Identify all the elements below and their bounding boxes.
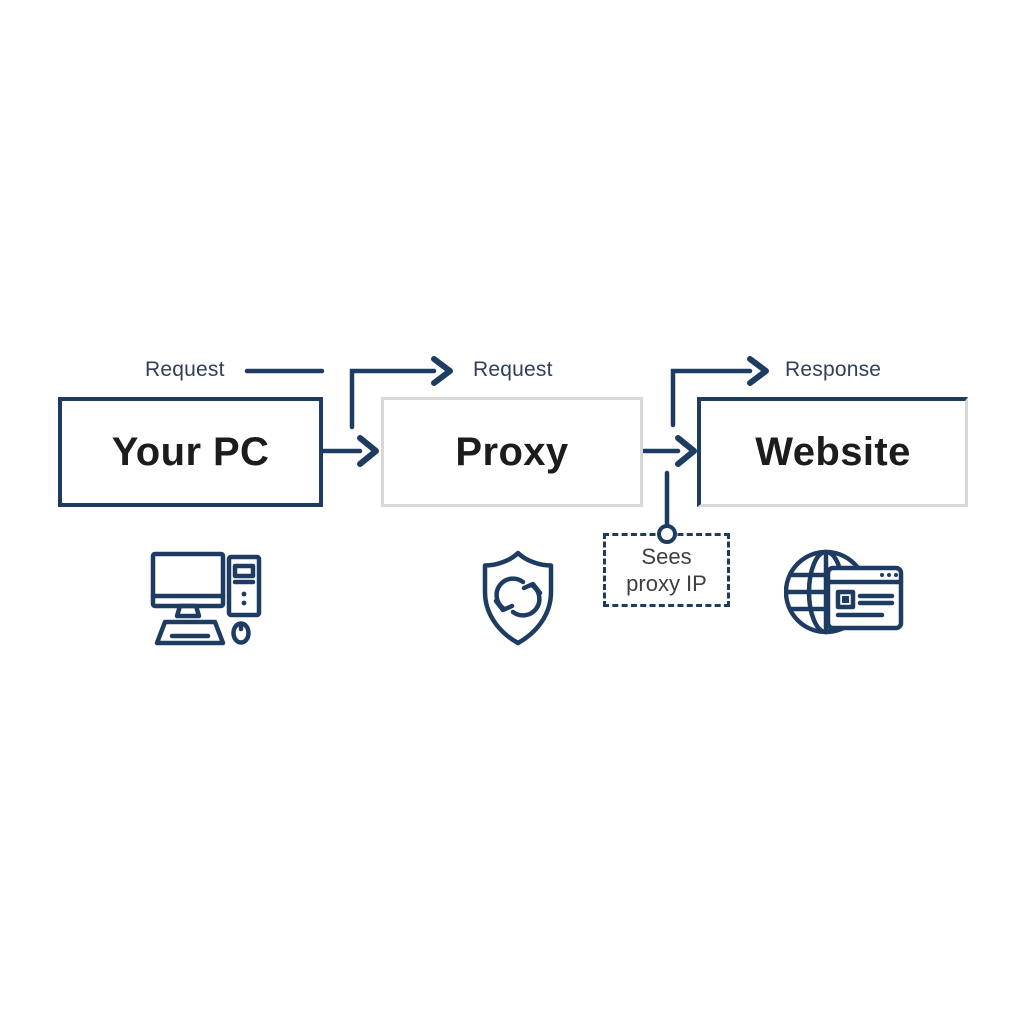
browser-window [825, 565, 904, 631]
annotation-line-2: proxy IP [626, 571, 707, 596]
sync-arrows [493, 576, 543, 618]
node-your-pc: Your PC [58, 397, 323, 507]
keyboard [154, 619, 226, 646]
proxy-to-website-arrow [641, 435, 697, 467]
flow-label-request-1: Request [145, 358, 225, 381]
node-website-label: Website [755, 430, 911, 474]
node-proxy: Proxy [381, 397, 643, 507]
flow-label-request-2: Request [473, 358, 553, 381]
connector-dot [656, 524, 677, 544]
flow-label-response: Response [785, 358, 882, 381]
annotation-line-1: Sees [641, 544, 692, 569]
tower [226, 554, 262, 618]
desktop-computer-icon [150, 551, 262, 646]
node-your-pc-label: Your PC [111, 429, 270, 474]
mouse [231, 621, 251, 645]
pc-to-proxy-arrow [319, 435, 379, 467]
node-website: Website [697, 397, 968, 507]
shield-outline [482, 550, 554, 646]
annotation-sees-proxy-ip: Sees proxy IP [603, 524, 730, 607]
shield-sync-icon [482, 550, 554, 646]
node-proxy-label: Proxy [455, 429, 569, 474]
monitor [150, 551, 226, 619]
globe-browser-icon [784, 549, 904, 635]
